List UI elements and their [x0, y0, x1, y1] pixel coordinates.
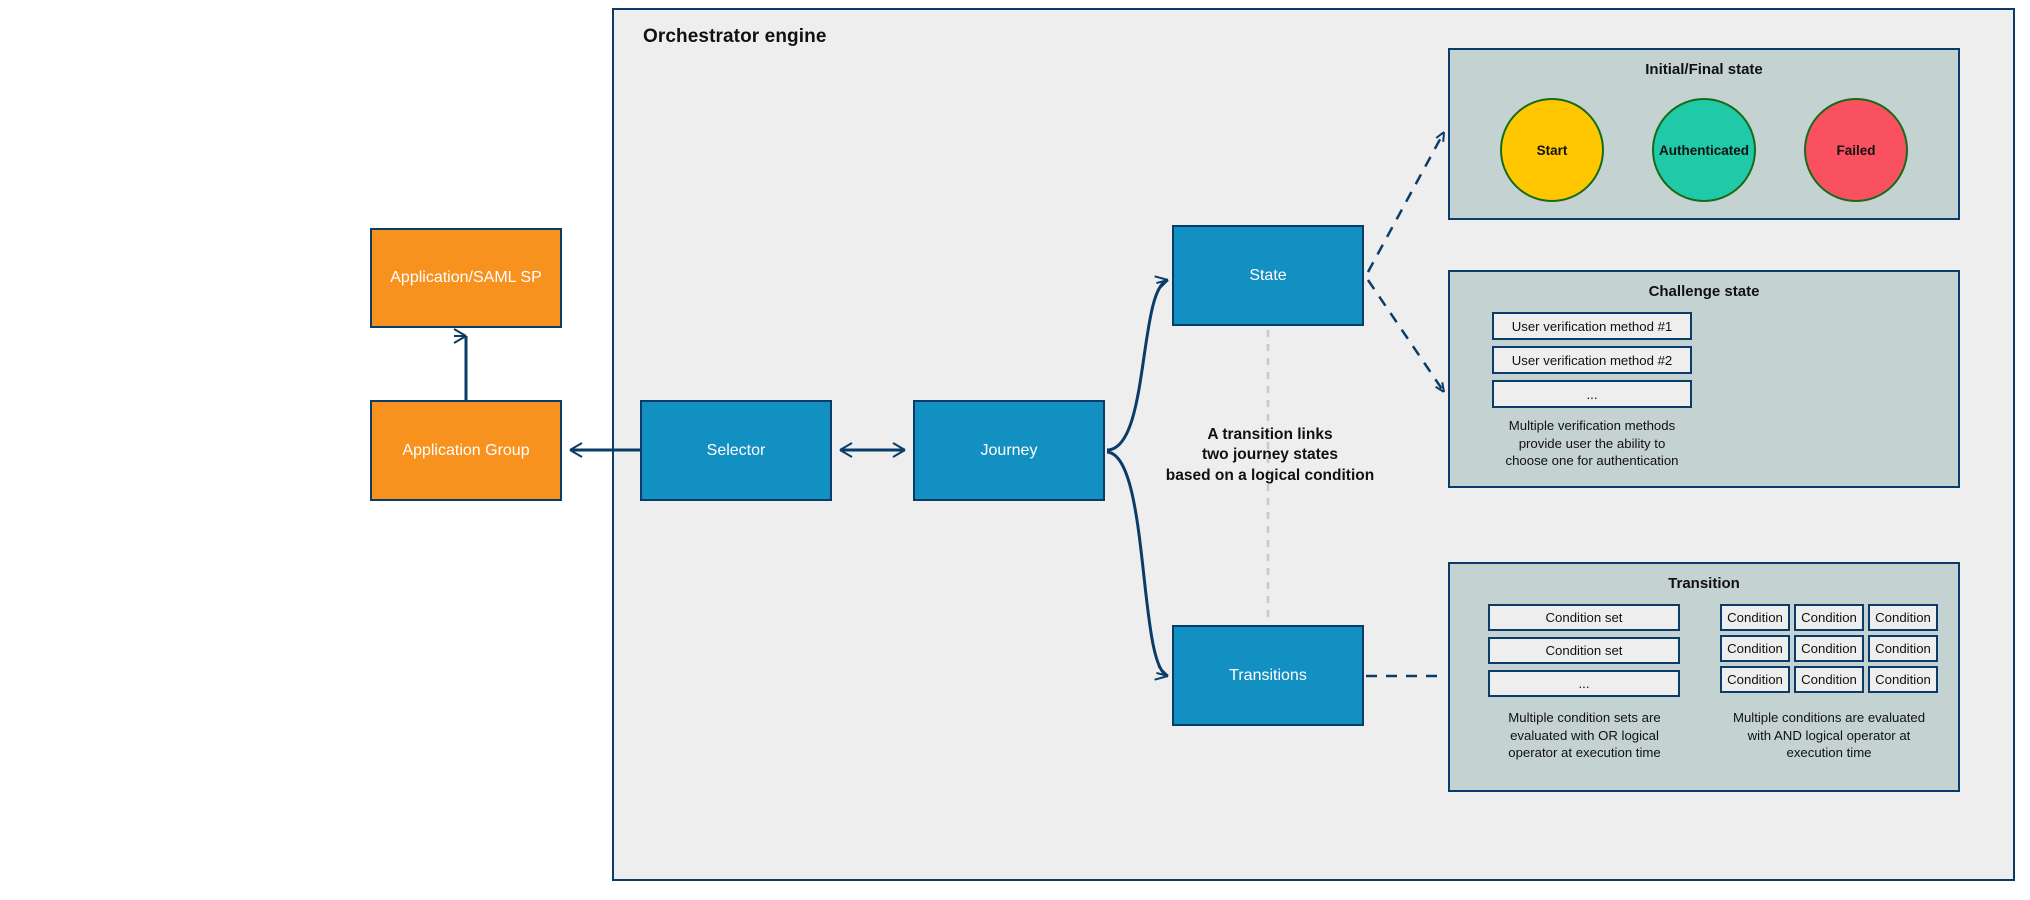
- node-transitions[interactable]: Transitions: [1172, 625, 1364, 726]
- transition-caption-right: Multiple conditions are evaluated with A…: [1708, 709, 1950, 762]
- state-circle-start[interactable]: Start: [1500, 98, 1604, 202]
- condition-cell[interactable]: Condition: [1720, 635, 1790, 662]
- verification-method-item-2[interactable]: User verification method #2: [1492, 346, 1692, 374]
- node-application-group-label: Application Group: [402, 441, 530, 459]
- node-selector[interactable]: Selector: [640, 400, 832, 501]
- state-circle-authenticated[interactable]: Authenticated: [1652, 98, 1756, 202]
- transition-caption-right-line-1: Multiple conditions are evaluated: [1732, 710, 1926, 725]
- transition-caption-right-line-2: with AND logical operator at: [1747, 727, 1911, 743]
- condition-set-list: Condition set Condition set ...: [1488, 604, 1680, 697]
- panel-challenge-state-title: Challenge state: [1648, 283, 1760, 300]
- transition-note-line-1: A transition links: [1207, 426, 1333, 443]
- panel-initial-final-state: Initial/Final state Start Authenticated …: [1448, 48, 1960, 220]
- node-application-saml-sp-label: Application/SAML SP: [390, 269, 542, 286]
- condition-set-item-more[interactable]: ...: [1488, 670, 1680, 697]
- transition-note-line-3: based on a logical condition: [1165, 466, 1375, 484]
- state-circle-failed[interactable]: Failed: [1804, 98, 1908, 202]
- transition-note-line-2: two journey states: [1201, 446, 1339, 464]
- node-journey-label: Journey: [980, 441, 1038, 459]
- node-journey[interactable]: Journey: [913, 400, 1105, 501]
- condition-cell[interactable]: Condition: [1794, 666, 1864, 693]
- node-application-group[interactable]: Application Group: [370, 400, 562, 501]
- challenge-caption-line-3: choose one for authentication: [1505, 453, 1679, 469]
- panel-initial-final-state-title: Initial/Final state: [1645, 61, 1763, 78]
- transition-caption-left-line-3: operator at execution time: [1508, 745, 1661, 761]
- challenge-verification-method-list: User verification method #1 User verific…: [1492, 312, 1692, 408]
- orchestrator-engine-title: Orchestrator engine: [643, 26, 827, 47]
- state-circle-failed-label: Failed: [1836, 142, 1876, 158]
- challenge-caption-line-1: Multiple verification methods: [1508, 418, 1676, 433]
- node-application-saml-sp[interactable]: Application/SAML SP: [370, 228, 562, 328]
- condition-grid: Condition Condition Condition Condition …: [1720, 604, 1938, 693]
- state-circle-authenticated-label: Authenticated: [1658, 142, 1749, 158]
- condition-cell[interactable]: Condition: [1794, 604, 1864, 631]
- verification-method-item-1[interactable]: User verification method #1: [1492, 312, 1692, 340]
- transition-caption-left: Multiple condition sets are evaluated wi…: [1472, 709, 1697, 762]
- condition-set-item-2[interactable]: Condition set: [1488, 637, 1680, 664]
- condition-cell[interactable]: Condition: [1868, 635, 1938, 662]
- condition-set-item-1[interactable]: Condition set: [1488, 604, 1680, 631]
- node-state-label: State: [1249, 266, 1287, 284]
- transition-caption-right-line-3: execution time: [1786, 745, 1872, 761]
- panel-transition: Transition Condition set Condition set .…: [1448, 562, 1960, 792]
- node-state[interactable]: State: [1172, 225, 1364, 326]
- panel-transition-title: Transition: [1668, 575, 1740, 592]
- condition-cell[interactable]: Condition: [1794, 635, 1864, 662]
- condition-cell[interactable]: Condition: [1868, 604, 1938, 631]
- state-circle-start-label: Start: [1536, 142, 1568, 158]
- node-selector-label: Selector: [706, 441, 766, 459]
- condition-cell[interactable]: Condition: [1720, 666, 1790, 693]
- challenge-caption-line-2: provide user the ability to: [1518, 435, 1666, 451]
- node-transitions-label: Transitions: [1229, 666, 1307, 684]
- challenge-state-caption: Multiple verification methods provide us…: [1472, 417, 1712, 470]
- initial-final-state-circle-row: Start Authenticated Failed: [1450, 98, 1958, 202]
- condition-cell[interactable]: Condition: [1720, 604, 1790, 631]
- panel-challenge-state: Challenge state User verification method…: [1448, 270, 1960, 488]
- verification-method-item-more[interactable]: ...: [1492, 380, 1692, 408]
- condition-cell[interactable]: Condition: [1868, 666, 1938, 693]
- transition-caption-left-line-2: evaluated with OR logical: [1510, 727, 1659, 743]
- transition-caption-left-line-1: Multiple condition sets are: [1508, 710, 1661, 725]
- transition-explanation-note: A transition links two journey states ba…: [1120, 425, 1420, 486]
